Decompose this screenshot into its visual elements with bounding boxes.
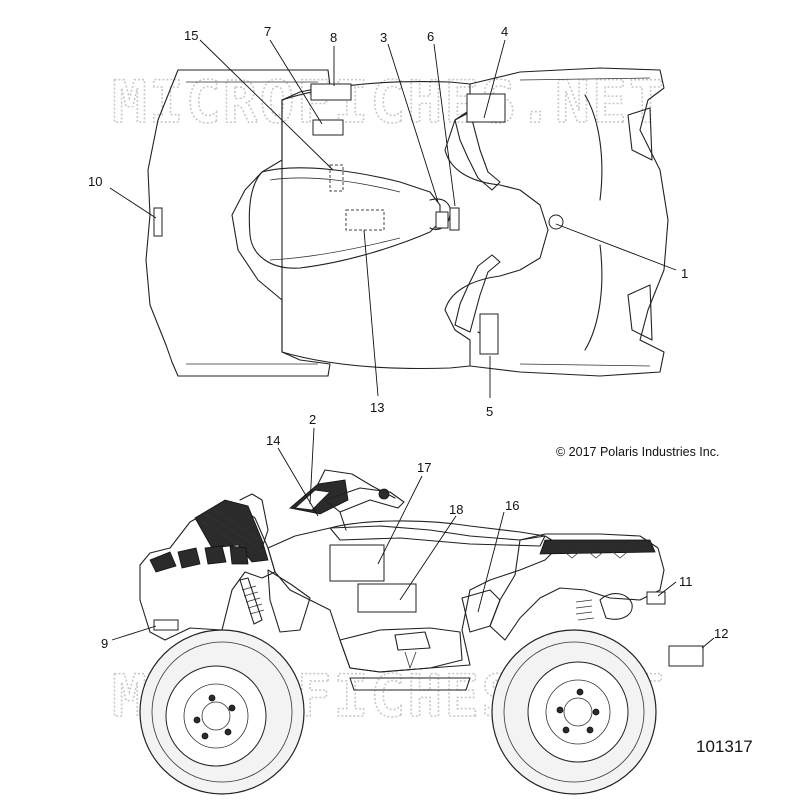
callout-8: 8 bbox=[330, 30, 337, 45]
callout-4: 4 bbox=[501, 24, 508, 39]
callout-14: 14 bbox=[266, 433, 280, 448]
callout-11: 11 bbox=[679, 574, 693, 589]
side-view-rear-shock bbox=[239, 577, 263, 625]
top-view-decal-1 bbox=[548, 214, 564, 230]
side-view-decal-18 bbox=[357, 583, 417, 613]
side-view-decal-11 bbox=[646, 591, 666, 605]
callout-1: 1 bbox=[681, 266, 688, 281]
top-view-decal-5 bbox=[479, 313, 499, 355]
side-view-main-body bbox=[267, 525, 561, 673]
copyright-notice: © 2017 Polaris Industries Inc. bbox=[556, 445, 719, 459]
callout-16: 16 bbox=[505, 498, 519, 513]
side-view-decal-17 bbox=[329, 544, 385, 582]
callout-9: 9 bbox=[101, 636, 108, 651]
top-view-decal-13 bbox=[345, 209, 385, 231]
callout-18: 18 bbox=[449, 502, 463, 517]
callout-12: 12 bbox=[714, 626, 728, 641]
callout-5: 5 bbox=[486, 404, 493, 419]
top-view-decal-10 bbox=[153, 207, 163, 237]
side-view-front-wheel bbox=[491, 629, 657, 795]
callout-7: 7 bbox=[264, 24, 271, 39]
top-view-seat bbox=[248, 167, 441, 269]
top-view-handlebar-upper bbox=[454, 111, 501, 191]
top-view-decal-15 bbox=[329, 164, 344, 192]
top-view bbox=[145, 67, 669, 377]
side-view bbox=[139, 469, 704, 795]
side-view-rear-wheel bbox=[139, 629, 305, 795]
leader-lines bbox=[109, 39, 715, 649]
top-view-seat-area bbox=[281, 80, 549, 370]
top-view-handlebar-lower bbox=[454, 254, 501, 333]
watermark-top: MICROFICHES.NET bbox=[112, 68, 666, 136]
top-view-decal-6 bbox=[449, 207, 460, 231]
callouts: 1 2 3 4 5 6 7 8 9 10 11 12 13 14 15 16 1… bbox=[88, 24, 728, 651]
callout-6: 6 bbox=[427, 29, 434, 44]
top-view-front-fender bbox=[469, 67, 669, 377]
callout-17: 17 bbox=[417, 460, 431, 475]
part-number: 101317 bbox=[696, 737, 753, 756]
side-view-front-rack bbox=[539, 539, 656, 555]
side-view-decal-9 bbox=[153, 619, 179, 631]
side-view-seat bbox=[329, 520, 546, 547]
side-view-decal-14 bbox=[293, 489, 332, 511]
top-view-decal-3 bbox=[435, 211, 449, 229]
side-view-decal-12 bbox=[668, 645, 704, 667]
top-view-decal-4 bbox=[466, 93, 506, 123]
callout-2: 2 bbox=[309, 412, 316, 427]
side-view-handlebar bbox=[324, 487, 405, 513]
top-view-decal-8 bbox=[310, 83, 352, 101]
callout-3: 3 bbox=[380, 30, 387, 45]
callout-15: 15 bbox=[184, 28, 198, 43]
side-view-footwell bbox=[339, 627, 463, 673]
top-view-decal-7 bbox=[312, 119, 344, 136]
callout-10: 10 bbox=[88, 174, 102, 189]
callout-13: 13 bbox=[370, 400, 384, 415]
